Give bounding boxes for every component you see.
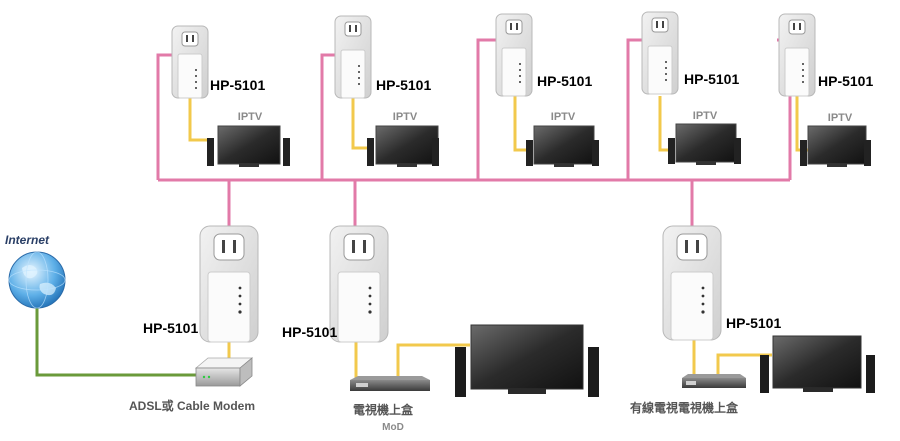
iptv-set-1 (207, 125, 290, 167)
set-top-box-sublabel: MoD (382, 422, 404, 433)
adapter-model-label: HP-5101 (726, 315, 781, 331)
iptv-label: IPTV (393, 111, 418, 123)
adapter-model-label: HP-5101 (818, 73, 873, 89)
iptv-set-2 (367, 125, 439, 167)
tv-cable (760, 335, 875, 393)
adapter-top-4 (641, 11, 679, 95)
internet-link (35, 300, 196, 377)
iptv-label: IPTV (551, 111, 576, 123)
adapter-model-label: HP-5101 (684, 71, 739, 87)
adapter-model-label: HP-5101 (282, 324, 337, 340)
adapter-bottom-3 (662, 225, 722, 341)
adapter-bottom-2 (329, 225, 389, 343)
iptv-set-3 (526, 125, 599, 167)
internet-globe-icon (8, 251, 66, 309)
iptv-set-5 (800, 125, 871, 167)
adapter-top-1 (171, 25, 209, 99)
iptv-label: IPTV (828, 112, 853, 124)
modem-label: ADSL或 Cable Modem (129, 398, 255, 413)
iptv-label: IPTV (693, 110, 718, 122)
internet-label: Internet (5, 233, 50, 247)
adapter-model-label: HP-5101 (210, 77, 265, 93)
set-top-box-icon (350, 376, 430, 391)
tv-mod (455, 324, 599, 397)
cable-set-top-box-icon (682, 374, 746, 388)
adapter-model-label: HP-5101 (143, 320, 198, 336)
adapter-model-label: HP-5101 (537, 73, 592, 89)
iptv-label: IPTV (238, 111, 263, 123)
modem-icon (194, 357, 254, 387)
adapter-top-2 (334, 15, 372, 99)
cable-set-top-box-label: 有線電視電視機上盒 (630, 400, 739, 415)
adapter-bottom-1 (199, 225, 259, 343)
adapter-top-3 (495, 13, 533, 97)
adapter-top-5 (778, 13, 816, 97)
adapter-model-label: HP-5101 (376, 77, 431, 93)
iptv-set-4 (668, 123, 741, 165)
set-top-box-label: 電視機上盒 (353, 402, 414, 417)
